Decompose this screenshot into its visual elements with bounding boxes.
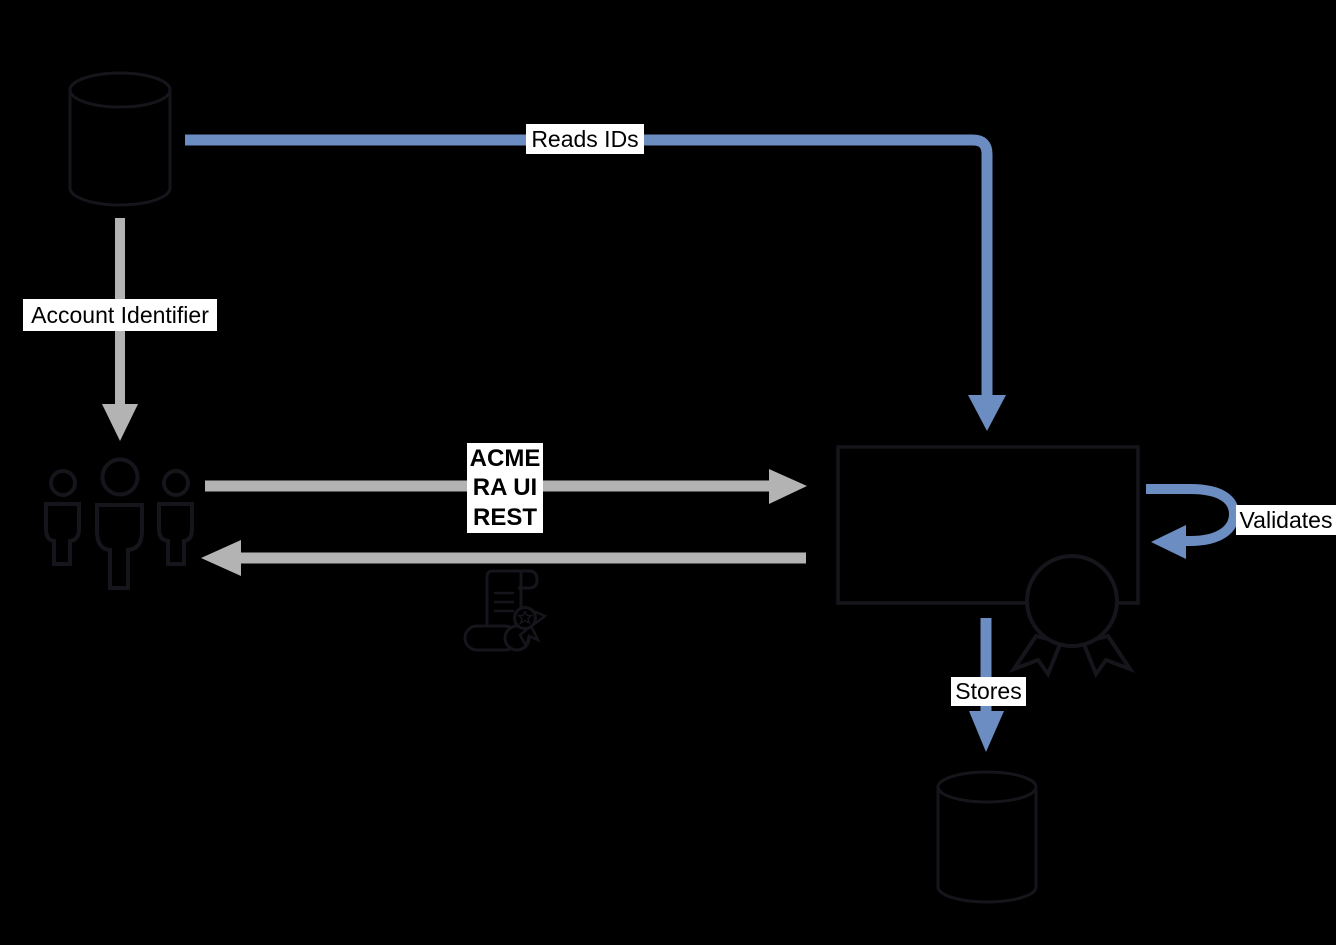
edge-label-account-identifier: Account Identifier	[23, 299, 217, 331]
edge-label-acme-ra-ui-rest: ACME RA UI REST	[467, 443, 543, 533]
certificate-scroll-icon	[463, 569, 548, 652]
source-database-icon	[68, 71, 172, 207]
target-database-icon	[936, 770, 1038, 904]
award-rosette-icon	[1008, 554, 1136, 679]
validates-loop-arrow	[1146, 484, 1240, 559]
response-arrow	[201, 540, 806, 576]
edge-label-stores: Stores	[951, 677, 1026, 706]
reads-ids-arrow	[185, 134, 1006, 431]
edge-label-reads-ids: Reads IDs	[526, 124, 644, 154]
edge-label-validates: Validates	[1236, 505, 1336, 535]
users-group-icon	[44, 457, 194, 590]
